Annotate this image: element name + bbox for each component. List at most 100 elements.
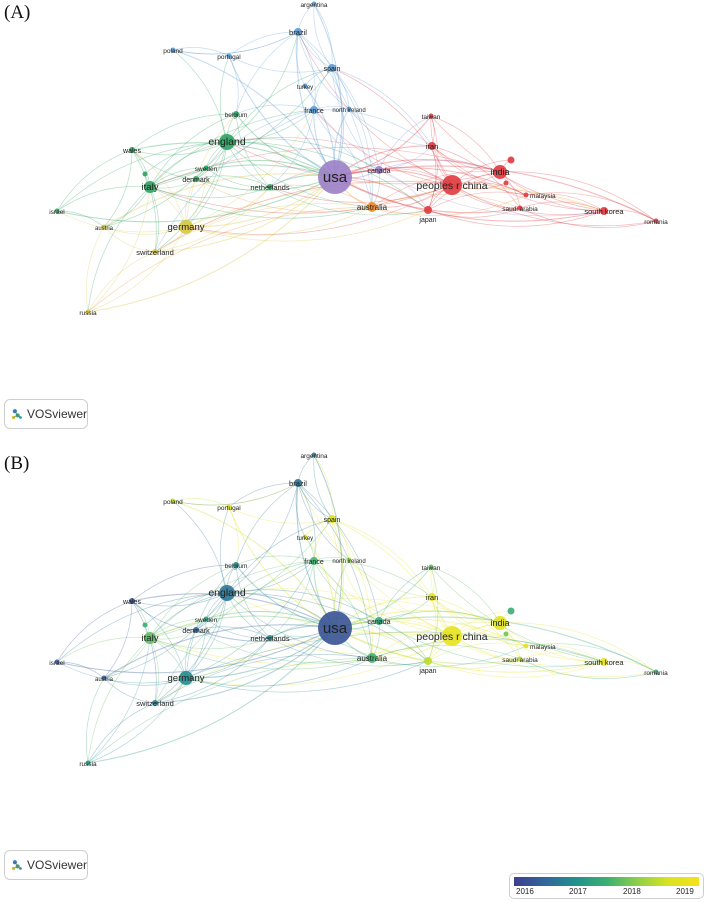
country-node-iran[interactable]	[428, 142, 436, 150]
country-label-france: france	[304, 108, 324, 115]
collaboration-link	[149, 67, 333, 188]
country-node-switzerland[interactable]	[152, 249, 158, 255]
country-node-romania[interactable]	[653, 669, 659, 675]
country-node-japan[interactable]	[424, 206, 432, 214]
country-node-japan[interactable]	[424, 657, 432, 665]
country-node-spain[interactable]	[328, 64, 336, 72]
country-node-south-korea[interactable]	[600, 207, 608, 215]
country-node-portugal[interactable]	[226, 53, 232, 59]
collaboration-link	[431, 145, 605, 212]
country-node-brazil[interactable]	[294, 479, 302, 487]
country-node-china[interactable]	[442, 626, 462, 646]
country-node-france[interactable]	[310, 557, 318, 565]
country-node-usa[interactable]	[318, 611, 352, 645]
country-node-malaysia[interactable]	[523, 192, 529, 198]
country-node-netherlands[interactable]	[267, 635, 273, 641]
collaboration-link	[297, 482, 350, 561]
country-node-turkey[interactable]	[302, 534, 308, 540]
country-node-sweden[interactable]	[203, 616, 209, 622]
country-node-germany[interactable]	[179, 671, 193, 685]
collaboration-link	[371, 187, 605, 212]
country-node-portugal[interactable]	[226, 504, 232, 510]
country-node-australia[interactable]	[367, 653, 377, 663]
country-node-saudi[interactable]	[517, 205, 523, 211]
country-node-india[interactable]	[493, 616, 507, 630]
country-node-india-s1[interactable]	[507, 156, 515, 164]
country-node-iran[interactable]	[428, 593, 436, 601]
collaboration-link	[85, 226, 105, 313]
country-node-romania[interactable]	[653, 218, 659, 224]
country-node-denmark[interactable]	[193, 176, 199, 182]
country-node-belgium[interactable]	[233, 562, 239, 568]
collaboration-link	[297, 482, 316, 562]
country-node-england[interactable]	[219, 134, 235, 150]
country-label-south-korea: south korea	[584, 658, 624, 667]
country-label-usa: usa	[323, 169, 348, 186]
country-node-poland[interactable]	[170, 498, 176, 504]
country-node-australia[interactable]	[367, 202, 377, 212]
country-node-wales[interactable]	[129, 147, 135, 153]
country-node-france[interactable]	[310, 106, 318, 114]
country-node-denmark[interactable]	[193, 627, 199, 633]
country-node-netherlands[interactable]	[267, 184, 273, 190]
country-node-poland[interactable]	[170, 47, 176, 53]
country-node-canada[interactable]	[375, 617, 383, 625]
collaboration-link	[313, 109, 380, 171]
country-node-england[interactable]	[219, 585, 235, 601]
collaboration-link	[519, 207, 657, 228]
collaboration-link	[154, 203, 373, 253]
country-node-switzerland[interactable]	[152, 700, 158, 706]
country-label-canada: canada	[368, 168, 391, 175]
country-node-malaysia[interactable]	[523, 643, 529, 649]
collaboration-link	[172, 500, 228, 594]
country-node-israel[interactable]	[54, 659, 60, 665]
country-node-canada[interactable]	[375, 166, 383, 174]
country-label-turkey: turkey	[297, 85, 313, 91]
country-node-india[interactable]	[493, 165, 507, 179]
country-node-belgium[interactable]	[233, 111, 239, 117]
collaboration-link	[269, 635, 453, 654]
country-node-taiwan[interactable]	[428, 113, 434, 119]
country-node-austria[interactable]	[101, 224, 107, 230]
country-label-saudi: saudi arabia	[502, 657, 538, 664]
country-node-china[interactable]	[442, 175, 462, 195]
country-node-n-ireland[interactable]	[346, 106, 352, 112]
country-node-italy-s1[interactable]	[142, 171, 148, 177]
country-node-usa[interactable]	[318, 160, 352, 194]
collaboration-link	[297, 31, 373, 208]
collaboration-link	[334, 627, 605, 673]
country-node-india-s2[interactable]	[503, 631, 509, 637]
nodes	[54, 452, 659, 766]
country-node-italy[interactable]	[144, 181, 156, 193]
country-label-belgium: belgium	[225, 563, 248, 570]
collaboration-link	[154, 627, 336, 704]
collaboration-link	[334, 176, 605, 222]
country-node-russia[interactable]	[85, 760, 91, 766]
country-node-argentina[interactable]	[311, 1, 317, 7]
collaboration-link	[87, 637, 151, 764]
country-node-germany[interactable]	[179, 220, 193, 234]
collaboration-link	[149, 637, 159, 704]
country-label-switzerland: switzerland	[136, 699, 174, 708]
country-label-denmark: denmark	[182, 628, 210, 635]
country-node-n-ireland[interactable]	[346, 557, 352, 563]
country-node-israel[interactable]	[54, 208, 60, 214]
country-node-saudi[interactable]	[517, 656, 523, 662]
collaboration-link	[226, 560, 315, 594]
country-node-russia[interactable]	[85, 309, 91, 315]
country-node-india-s1[interactable]	[507, 607, 515, 615]
country-node-india-s2[interactable]	[503, 180, 509, 186]
country-node-argentina[interactable]	[311, 452, 317, 458]
country-node-turkey[interactable]	[302, 83, 308, 89]
country-node-austria[interactable]	[101, 675, 107, 681]
country-node-italy-s1[interactable]	[142, 622, 148, 628]
country-node-italy[interactable]	[144, 632, 156, 644]
country-node-sweden[interactable]	[203, 165, 209, 171]
country-node-brazil[interactable]	[294, 28, 302, 36]
collaboration-link	[154, 186, 271, 253]
collaboration-link	[371, 622, 501, 659]
country-node-spain[interactable]	[328, 515, 336, 523]
country-node-taiwan[interactable]	[428, 564, 434, 570]
country-node-wales[interactable]	[129, 598, 135, 604]
country-node-south-korea[interactable]	[600, 658, 608, 666]
